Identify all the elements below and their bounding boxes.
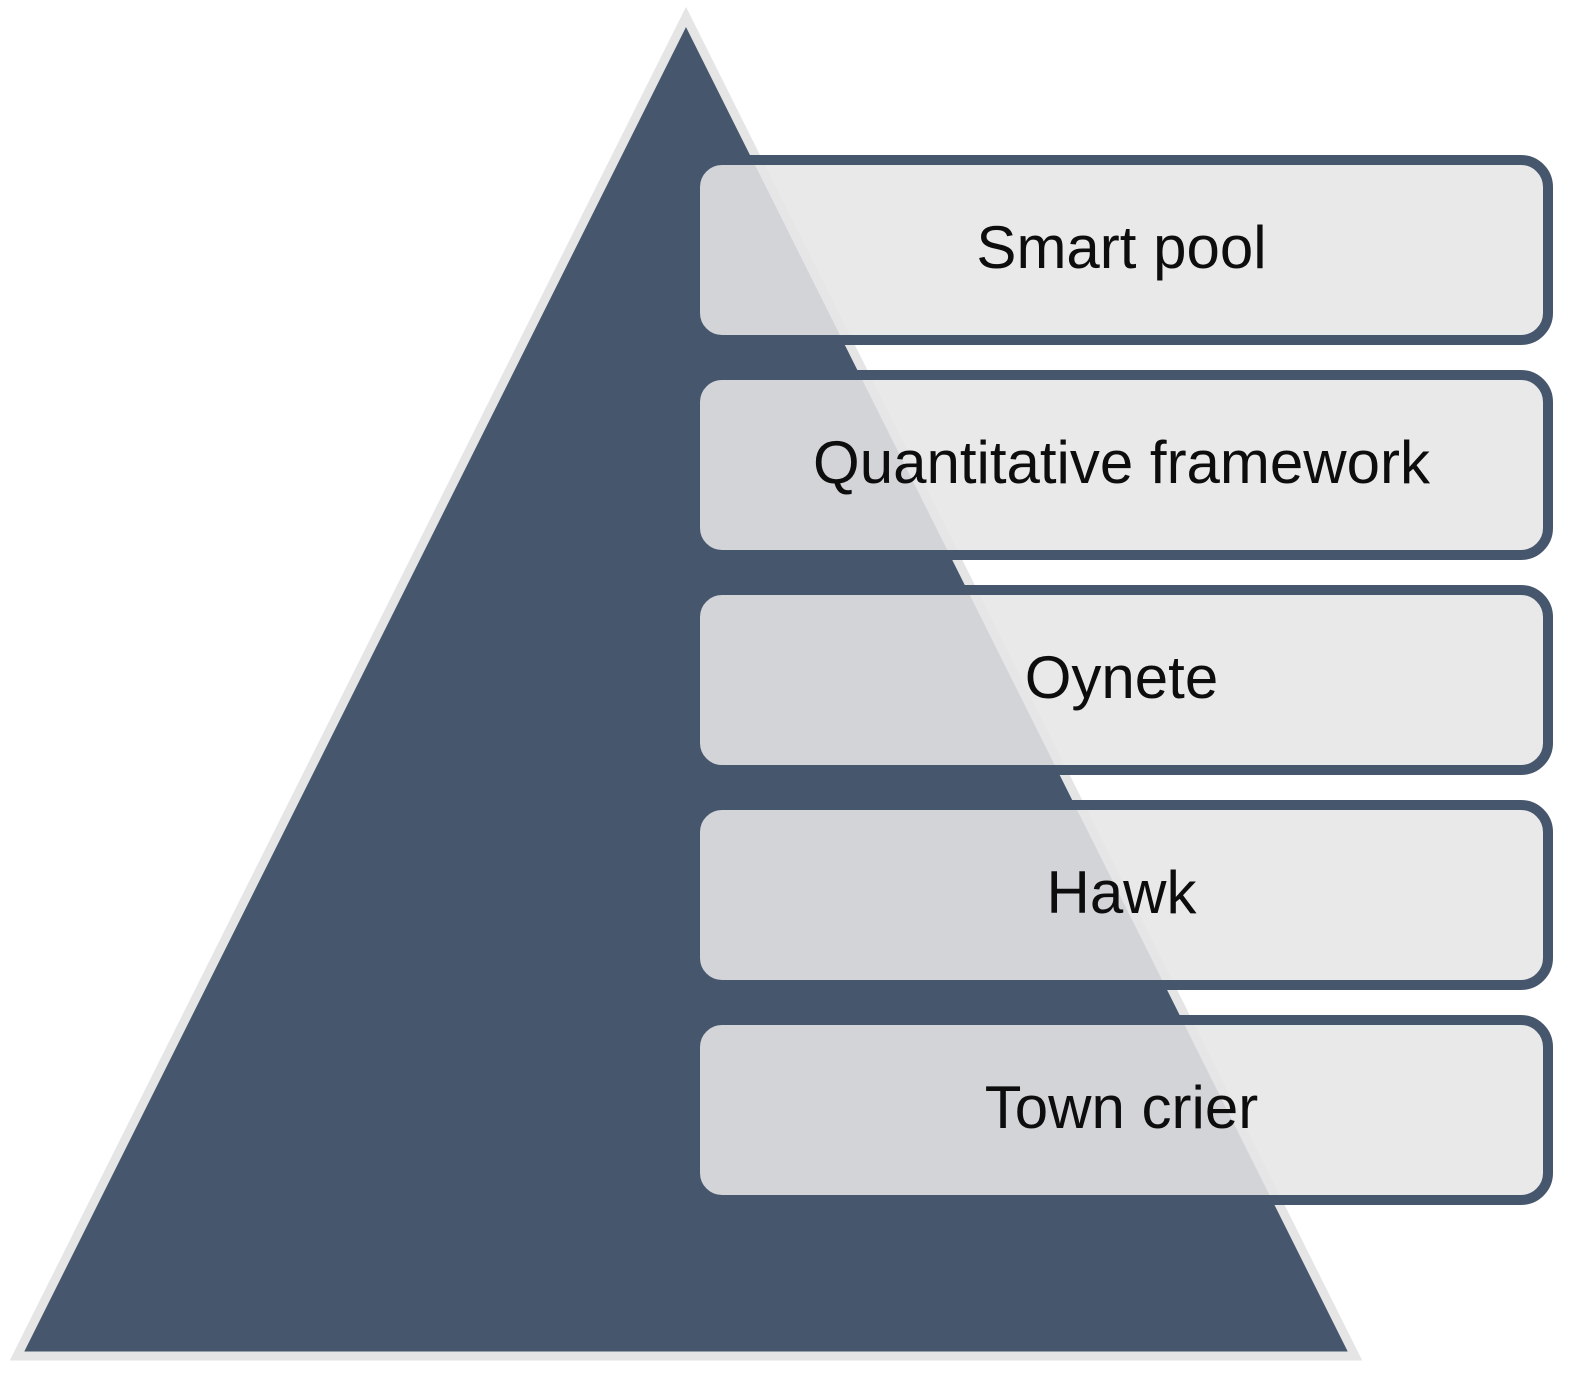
- level-box-quantitative-framework: Quantitative framework: [690, 370, 1553, 560]
- level-label: Town crier: [984, 1074, 1259, 1141]
- level-box-hawk: Hawk: [690, 800, 1553, 990]
- level-box-town-crier: Town crier: [690, 1015, 1553, 1205]
- level-label: Quantitative framework: [813, 429, 1430, 496]
- level-label: Hawk: [1046, 859, 1197, 926]
- level-label: Smart pool: [976, 214, 1267, 281]
- level-label: Oynete: [1024, 644, 1219, 711]
- level-box-smart-pool: Smart pool: [690, 155, 1553, 345]
- level-box-oynete: Oynete: [690, 585, 1553, 775]
